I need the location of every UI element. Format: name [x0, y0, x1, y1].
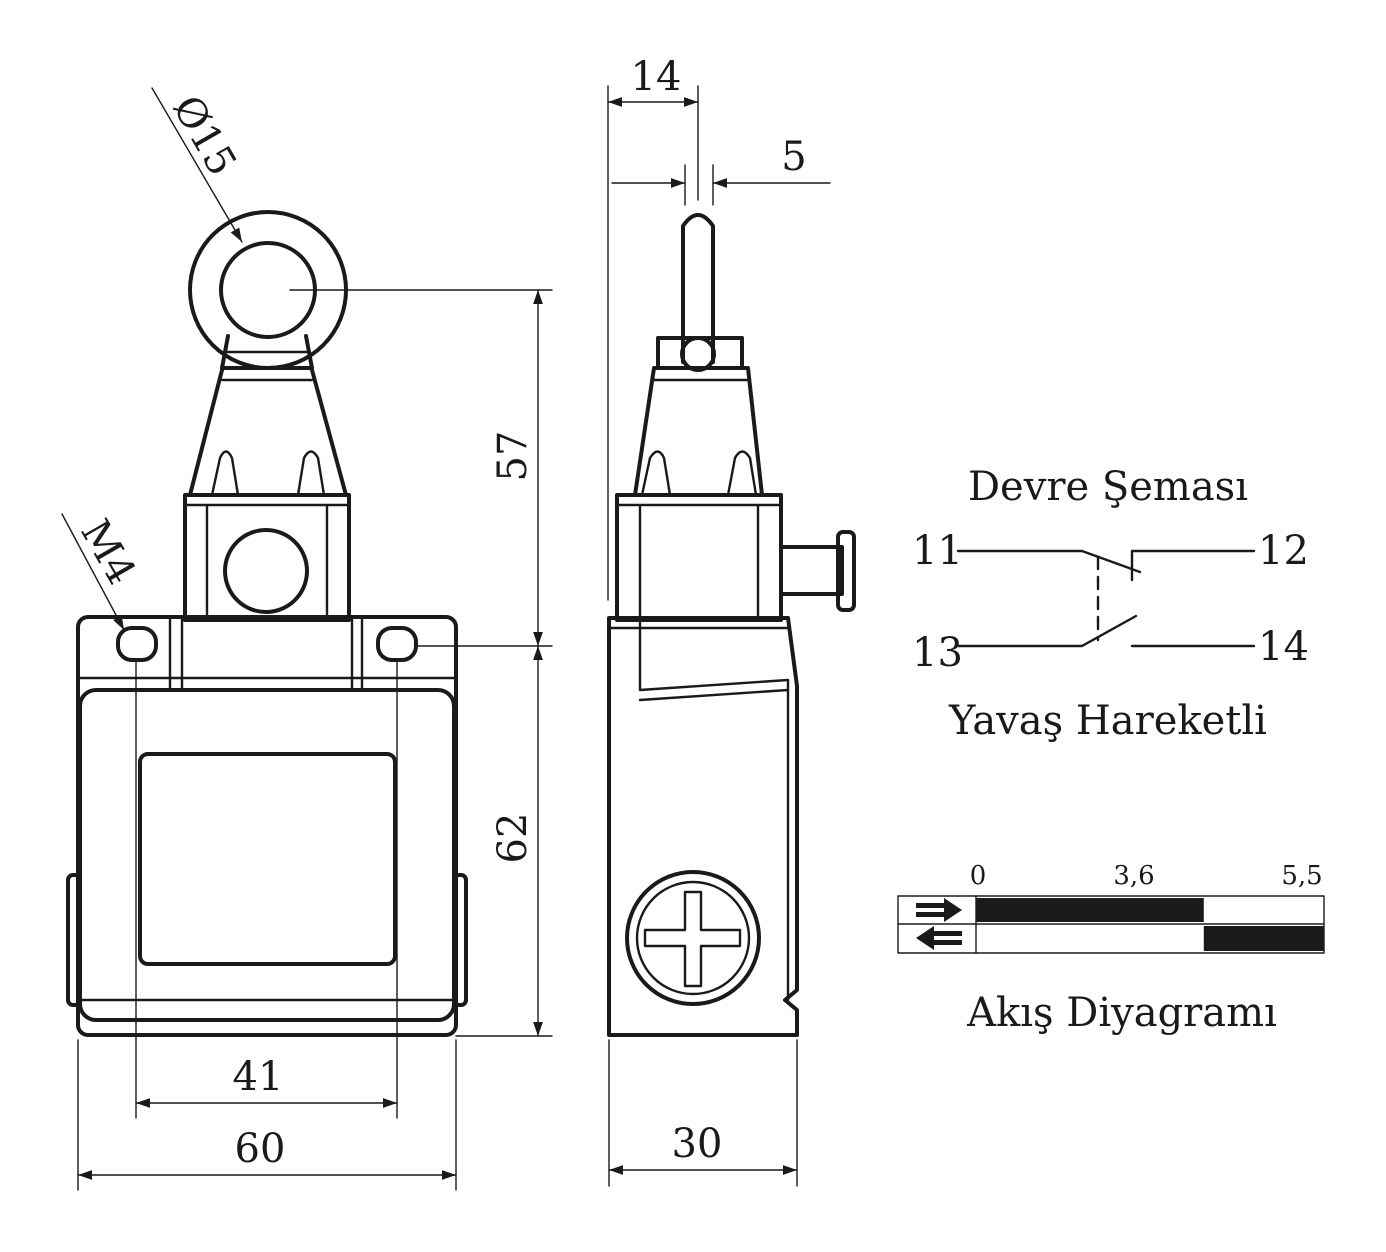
cable-gland	[625, 870, 761, 1006]
pivot-pin	[779, 545, 844, 596]
scale-label-0: 0	[970, 861, 987, 891]
scale-label-5-5: 5,5	[1281, 861, 1322, 891]
dim-height-upper: 57	[490, 431, 536, 482]
switching-mode: Yavaş Hareketli	[948, 698, 1267, 744]
side-view: 14 5 30	[607, 54, 856, 1187]
cross-slot	[643, 890, 742, 988]
dim-diameter: Ø15	[163, 88, 245, 183]
terminal-12: 12	[1258, 528, 1309, 574]
label-window	[138, 752, 397, 966]
right-arrow-icon	[916, 898, 962, 922]
pivot-boss	[223, 528, 309, 614]
side-head	[633, 366, 764, 497]
circuit-title: Devre Şeması	[968, 464, 1248, 510]
cover-plate	[78, 688, 456, 1022]
circuit-diagram: Devre Şeması 11 12 13 14 Yavaş Hareketli	[912, 464, 1309, 744]
terminal-13: 13	[912, 630, 963, 676]
lever-rod	[681, 213, 715, 364]
front-view: Ø15 M4 57 62 41 60	[61, 87, 553, 1191]
dim-hole-spacing: 41	[233, 1054, 284, 1100]
side-neck-block	[615, 493, 783, 622]
flow-title: Akış Diyagramı	[966, 990, 1277, 1036]
flow-diagram: 0 3,6 5,5 Akış Diyagramı	[897, 861, 1325, 1036]
terminal-11: 11	[912, 528, 963, 574]
dim-body-depth: 30	[672, 1121, 723, 1167]
dim-body-width: 60	[235, 1126, 286, 1172]
actuator-head	[188, 368, 348, 497]
mounting-hole-left	[116, 626, 158, 662]
dim-thread: M4	[71, 512, 144, 593]
switch-body	[76, 615, 458, 1037]
flow-bar-row-1	[976, 898, 1204, 922]
mounting-hole-right	[376, 626, 418, 662]
dim-height-lower: 62	[490, 813, 536, 864]
scale-label-3-6: 3,6	[1113, 861, 1154, 891]
dim-lever-offset: 14	[631, 54, 682, 100]
left-arrow-icon	[916, 926, 962, 950]
flow-bar-row-2	[1203, 926, 1324, 951]
side-body	[607, 616, 799, 1037]
terminal-14: 14	[1258, 624, 1309, 670]
neck-block	[183, 493, 351, 622]
dim-lever-width: 5	[781, 134, 806, 180]
